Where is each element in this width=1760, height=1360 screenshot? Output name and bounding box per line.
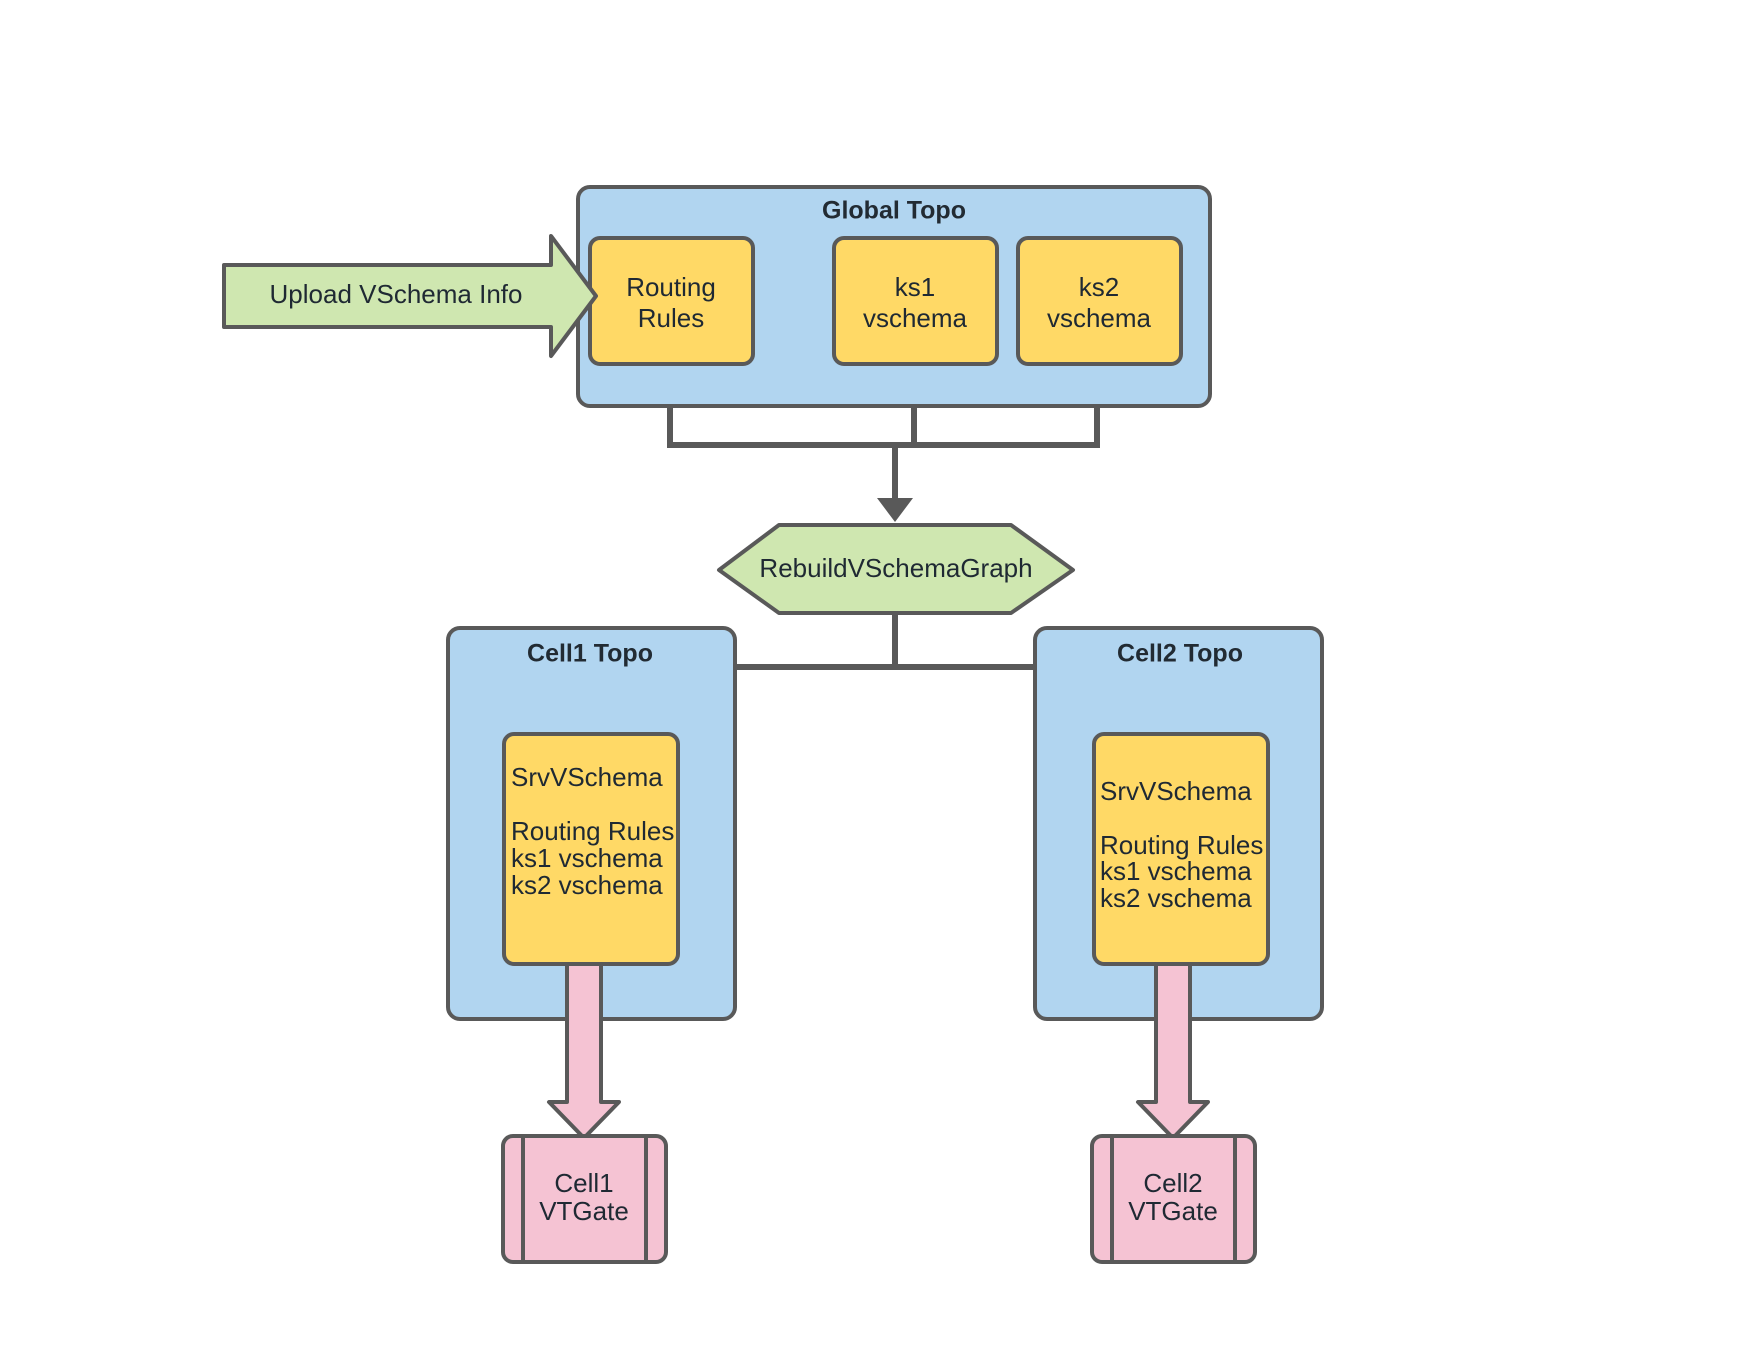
cell2-topo-title: Cell2 Topo (1117, 640, 1243, 668)
cell2-srvvschema-to-vtgate-arrow (1136, 962, 1210, 1140)
cell2-srvvschema-item-0: Routing Rules (1100, 830, 1263, 860)
ks1-vschema-box[interactable] (832, 236, 999, 366)
routing-rules-label-line2: Rules (638, 303, 704, 333)
rebuild-vschema-graph-process[interactable]: RebuildVSchemaGraph (717, 523, 1075, 615)
cell1-vtgate-node[interactable]: Cell1 VTGate (501, 1134, 668, 1264)
upload-arrow-label: Upload VSchema Info (270, 279, 523, 309)
node-ks2-vschema[interactable]: ks2 vschema (1016, 236, 1183, 366)
ks1-vschema-label-line2: vschema (863, 303, 968, 333)
cell1-srvvschema-item-2: ks2 vschema (511, 870, 663, 900)
cell1-srvvschema-title: SrvVSchema (511, 762, 663, 792)
arrowhead-to-process (877, 498, 913, 522)
cell1-srvvschema-to-vtgate-arrow (547, 962, 621, 1140)
global-topo-title: Global Topo (822, 197, 966, 225)
cell1-group[interactable]: Cell1 Topo SrvVSchema Routing Rules ks1 … (446, 626, 737, 1264)
cell1-vtgate-label-line1: Cell1 (554, 1168, 613, 1198)
upload-arrow-shape[interactable] (222, 234, 598, 358)
global-topo-container[interactable]: Global Topo Routing Rules ks1 vschema ks… (576, 185, 1212, 408)
cell2-srvvschema-node[interactable]: SrvVSchema Routing Rules ks1 vschema ks2… (1092, 732, 1270, 966)
cell2-srvvschema-title: SrvVSchema (1100, 776, 1252, 806)
routing-rules-label-line1: Routing (626, 272, 716, 302)
node-routing-rules[interactable]: Routing Rules (588, 236, 755, 366)
cell2-srvvschema-item-1: ks1 vschema (1100, 856, 1252, 886)
cell1-srvvschema-item-1: ks1 vschema (511, 843, 663, 873)
cell2-group[interactable]: Cell2 Topo SrvVSchema Routing Rules ks1 … (1033, 626, 1324, 1264)
upload-vschema-info-arrow[interactable]: Upload VSchema Info (222, 234, 598, 358)
cell2-srvvschema-item-2: ks2 vschema (1100, 883, 1252, 913)
cell2-vtgate-label-line2: VTGate (1128, 1196, 1218, 1226)
cell1-srvvschema-item-0: Routing Rules (511, 816, 674, 846)
ks1-vschema-label-line1: ks1 (895, 272, 935, 302)
rebuild-vschema-graph-hexagon[interactable] (717, 523, 1075, 615)
cell2-vtgate-label-line1: Cell2 (1143, 1168, 1202, 1198)
cell1-topo-title: Cell1 Topo (527, 640, 653, 668)
ks2-vschema-label-line2: vschema (1047, 303, 1152, 333)
cell2-vtgate-box[interactable] (1090, 1134, 1257, 1264)
cell2-vtgate-node[interactable]: Cell2 VTGate (1090, 1134, 1257, 1264)
ks2-vschema-label-line1: ks2 (1079, 272, 1119, 302)
cell1-srvvschema-node[interactable]: SrvVSchema Routing Rules ks1 vschema ks2… (502, 732, 680, 966)
node-ks1-vschema[interactable]: ks1 vschema (832, 236, 999, 366)
cell1-vtgate-box[interactable] (501, 1134, 668, 1264)
cell1-vtgate-label-line2: VTGate (539, 1196, 629, 1226)
ks2-vschema-box[interactable] (1016, 236, 1183, 366)
rebuild-vschema-graph-label: RebuildVSchemaGraph (759, 553, 1032, 583)
